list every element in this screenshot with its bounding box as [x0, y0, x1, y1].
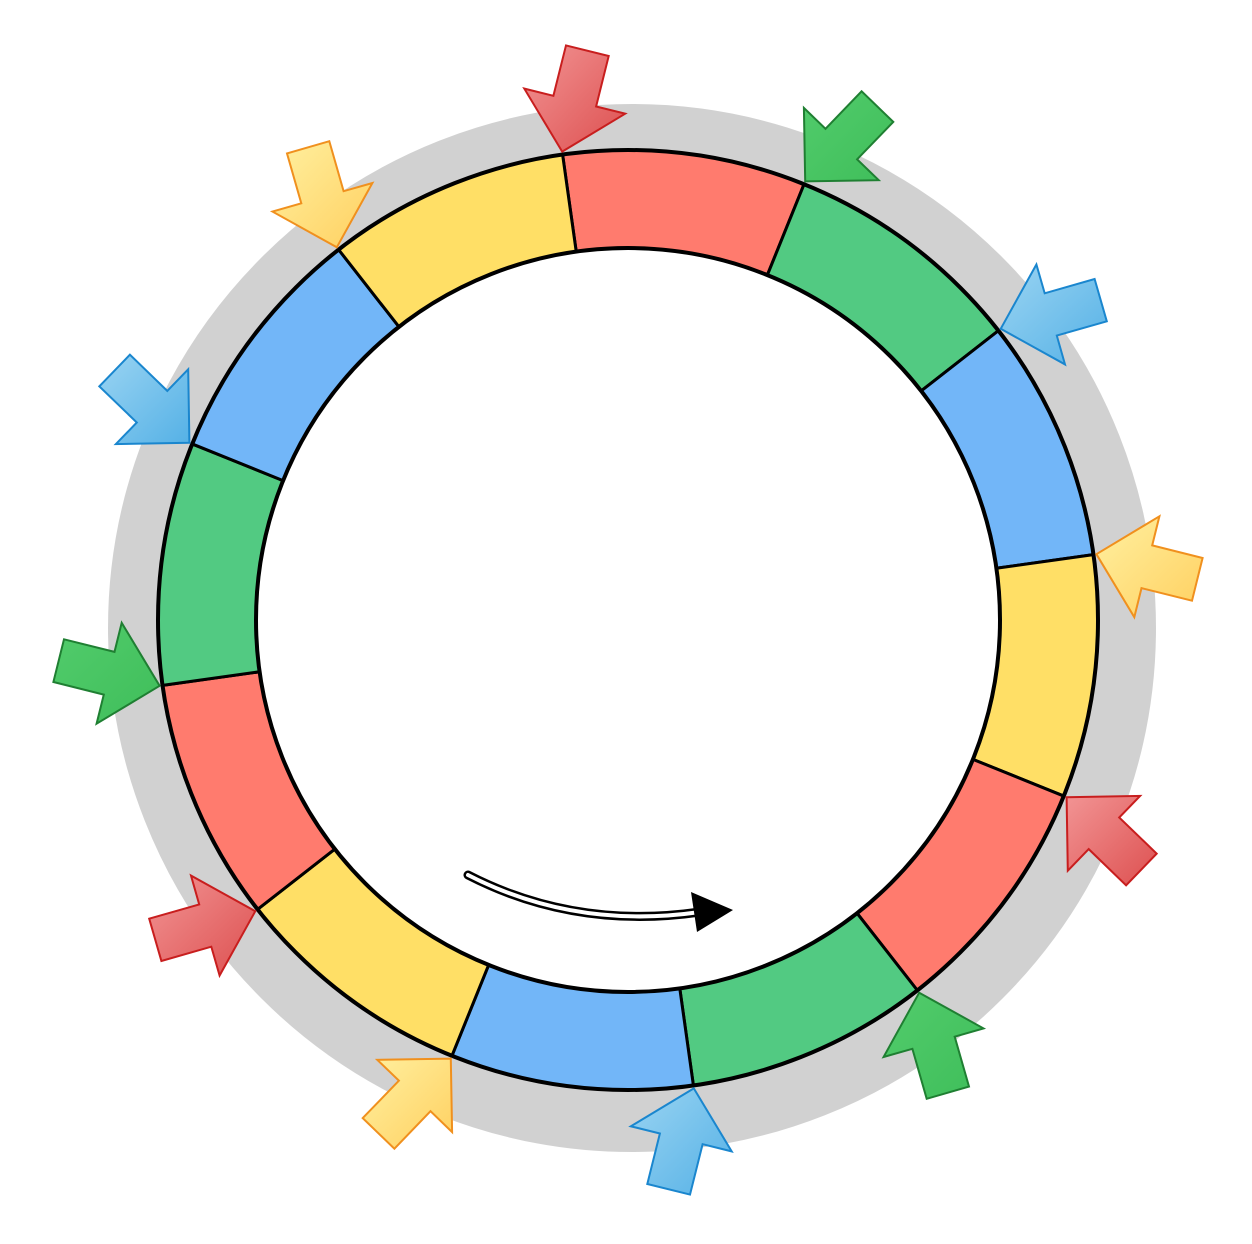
- ring-outer-edge: [156, 148, 1100, 1092]
- arrow-icon: [881, 991, 987, 1101]
- marker-arrows: [52, 44, 1204, 1196]
- arrow-icon: [97, 353, 191, 446]
- arrow-icon: [361, 1057, 454, 1151]
- arrow-icon: [1095, 514, 1204, 620]
- arrow-icon: [802, 89, 895, 183]
- arrow-icon: [999, 261, 1109, 367]
- ring-inner-edge: [254, 246, 1002, 994]
- arrow-icon: [269, 139, 375, 249]
- arrow-icon: [522, 44, 628, 153]
- arrow-icon: [147, 873, 257, 979]
- rotation-arrow-stroke: [463, 870, 705, 921]
- rotation-direction-indicator: [463, 870, 733, 932]
- arrow-icon: [52, 620, 161, 726]
- arrow-icon: [628, 1087, 734, 1196]
- rotation-arrow-highlight: [466, 873, 702, 919]
- curved-arrow-icon: [691, 892, 733, 932]
- color-ring: [156, 148, 1100, 1092]
- arrow-icon: [1065, 794, 1159, 887]
